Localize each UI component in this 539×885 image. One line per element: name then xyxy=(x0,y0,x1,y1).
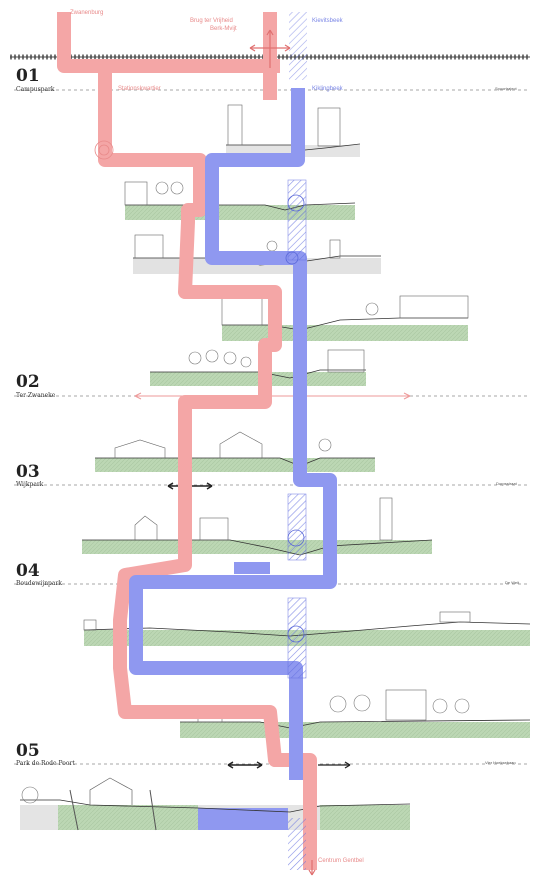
section-03-note: Dorpsstraat xyxy=(496,481,517,486)
section-number-03: 03 xyxy=(16,462,40,482)
section-name-04: Boudewijnpark xyxy=(16,580,62,587)
section-name-01: Campuspark xyxy=(16,86,55,93)
top-label-berk: Berk-Mvijt xyxy=(210,26,237,32)
section-number-02: 02 xyxy=(16,372,40,392)
blue-flow-route xyxy=(129,88,337,780)
section-name-03: Wijkpark xyxy=(16,481,44,488)
bottom-label-centrum: Centrum Gentbel xyxy=(318,858,364,864)
section-number-01: 01 xyxy=(16,66,40,86)
top-label-brug: Brug ter Vrijheid xyxy=(190,18,233,24)
red-crossing-arrows xyxy=(249,29,316,876)
section-name-05: Park de Rode Poort xyxy=(16,760,75,767)
flow-icon-red xyxy=(94,140,114,160)
water-icons xyxy=(285,194,305,643)
section-05-note: Vier Hoeksebaan xyxy=(485,760,516,765)
section-name-02: Ter Zwaneke xyxy=(16,392,56,399)
section-number-04: 04 xyxy=(16,561,40,581)
section-01-blue-label: Kiklingbeek xyxy=(312,86,343,92)
red-flow-route xyxy=(57,12,317,870)
section-04-note: De Weit xyxy=(505,580,520,585)
top-label-zwanenburg: Zwanenburg xyxy=(70,10,104,16)
section-number-05: 05 xyxy=(16,741,40,761)
section-01-red-label: Stationskwartier xyxy=(118,86,161,92)
top-label-kievitsbeek: Kievitsbeek xyxy=(312,18,343,24)
section-01-note: Spoortraject xyxy=(495,86,517,91)
